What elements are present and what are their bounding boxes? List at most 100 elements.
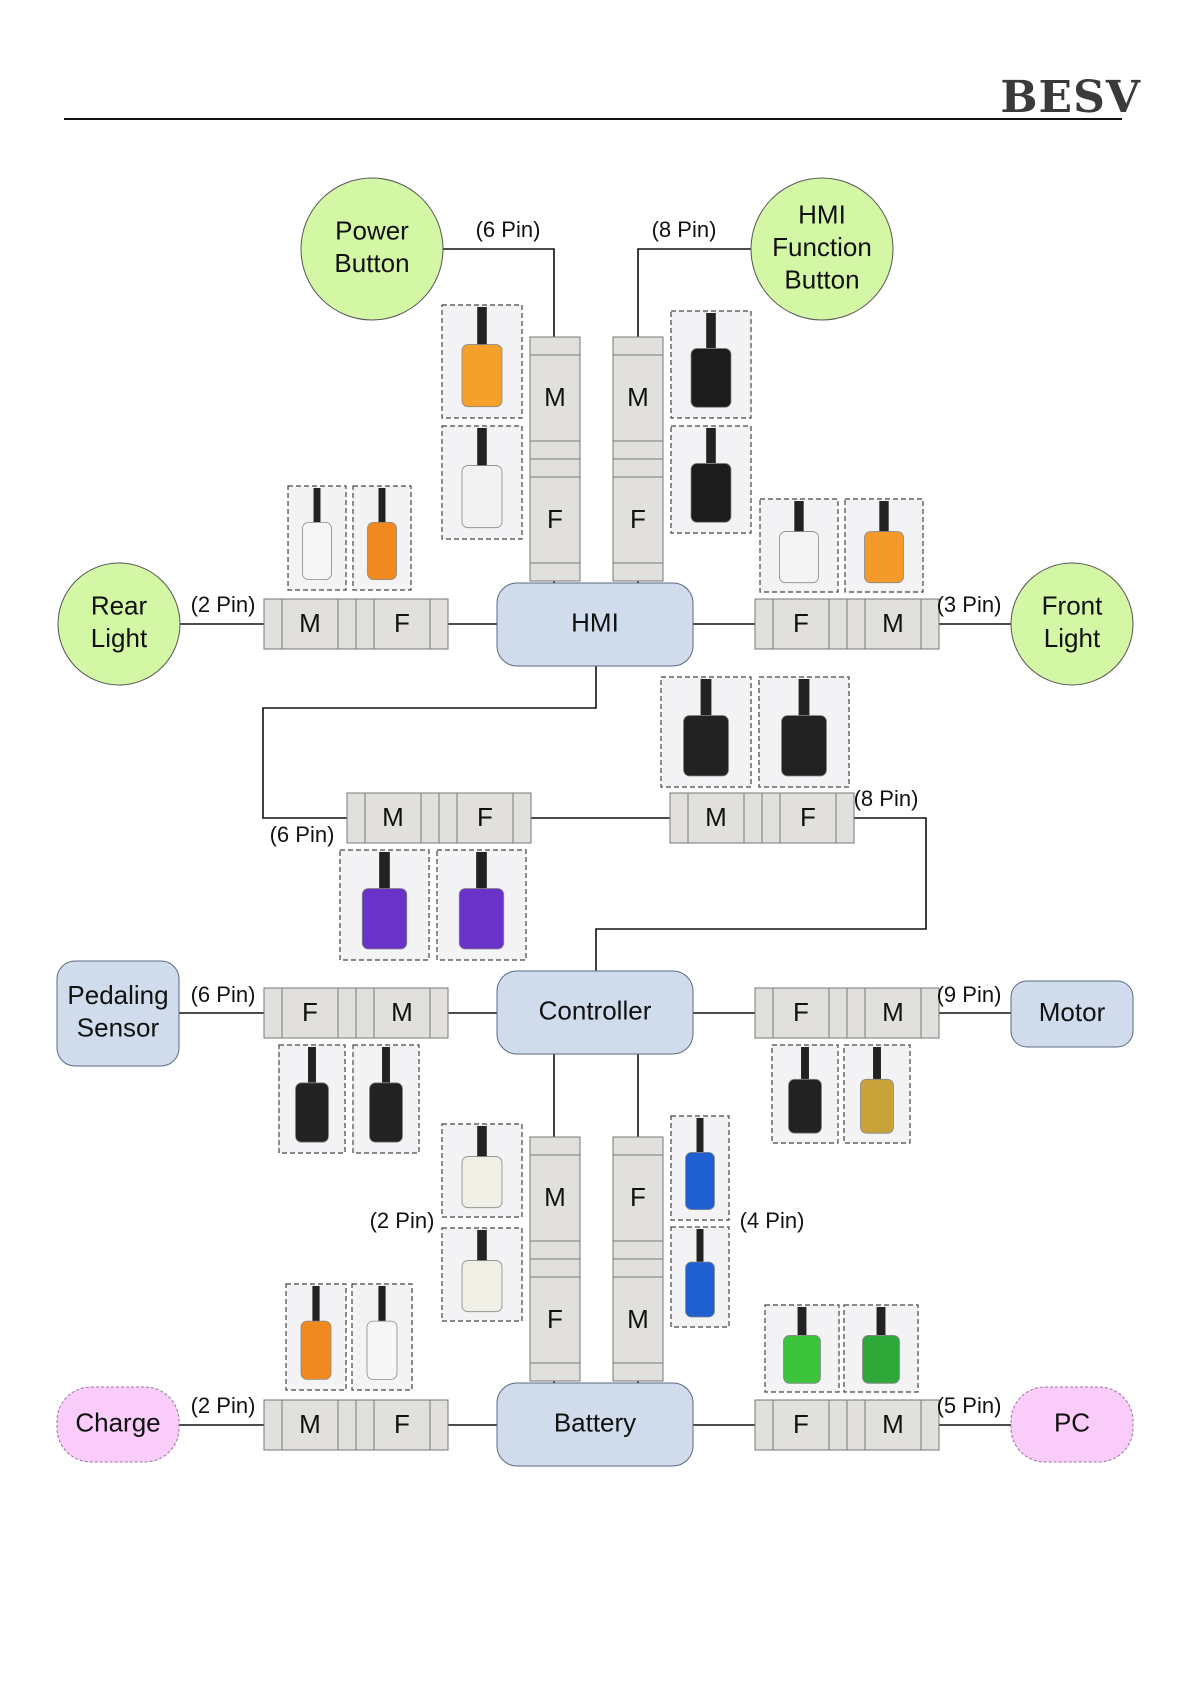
cable-icon: [798, 679, 810, 718]
node-controller: [496, 970, 694, 1055]
connector-photo: purple M12 male connector: [339, 849, 430, 961]
connector-photo: white 2-pin power connector (male): [441, 1123, 523, 1218]
cable-icon: [879, 501, 889, 534]
besv-logo: BESV: [1000, 72, 1141, 123]
cable-icon: [477, 1230, 487, 1263]
node-charge-text-line: Charge: [75, 1407, 160, 1437]
connector-plug-icon: [458, 888, 505, 950]
pin-count-label-rear-light-hmi: (2 Pin): [191, 592, 256, 617]
connector-segment: [612, 354, 664, 442]
connector-segment: [920, 987, 940, 1039]
connector-segment: [263, 1399, 283, 1451]
pin-count-label-hmi-controller-a: (6 Pin): [270, 822, 335, 847]
node-rear-light: [57, 562, 181, 686]
cable-icon: [379, 852, 390, 891]
cable-icon: [696, 1118, 704, 1155]
connector-segment: [612, 458, 664, 478]
connector-gender-label: M: [882, 608, 904, 638]
connector-photo: white 2-pin power connector (female): [441, 1227, 523, 1322]
connector-segment: [263, 987, 283, 1039]
connector-plug-icon: [461, 1156, 503, 1209]
node-hmi-function-button-text-line: Function: [772, 232, 872, 262]
node-rear-light-text-line: Light: [91, 623, 148, 653]
connector-segment: [281, 598, 339, 650]
connector-segment: [529, 1240, 581, 1260]
connector-segment: [355, 598, 375, 650]
connector-plug-icon: [690, 463, 732, 523]
connector-gender-label: M: [299, 1409, 321, 1439]
connector-gender-label: M: [882, 997, 904, 1027]
connector-gender-label: M: [705, 802, 727, 832]
pin-count-label-charge-battery: (2 Pin): [191, 1393, 256, 1418]
connector-gender-label: F: [547, 504, 563, 534]
connector-segment: [846, 987, 866, 1039]
connector-segment: [529, 1276, 581, 1364]
connector-segment: [355, 987, 375, 1039]
connector-gender-label: M: [544, 1182, 566, 1212]
connector-segment: [687, 792, 745, 844]
connector-power-button-hmi: MF: [529, 336, 581, 582]
node-controller-text-line: Controller: [539, 995, 652, 1025]
cable-icon: [382, 1047, 390, 1085]
connector-segment: [669, 792, 689, 844]
connector-segment: [529, 1362, 581, 1382]
pin-count-label-power-button-hmi: (6 Pin): [476, 217, 541, 242]
connector-segment: [612, 1362, 664, 1382]
connector-photo: black connector with colored wires (fema…: [670, 425, 752, 534]
node-shape: [57, 562, 181, 686]
connector-photo: white 2-pin connector: [287, 485, 347, 591]
connector-segment: [612, 1240, 664, 1260]
connector-segment: [263, 598, 283, 650]
connector-segment: [754, 1399, 774, 1451]
connector-gender-label: F: [793, 608, 809, 638]
connector-segment: [529, 336, 581, 356]
connector-photo: white connector with orange insert: [844, 498, 924, 593]
connector-segment: [438, 792, 458, 844]
wire-hmi-function-button: [637, 248, 752, 337]
connector-segment: [612, 336, 664, 356]
node-hmi-function-button: [750, 177, 894, 321]
node-shape: [496, 582, 694, 667]
connector-segment: [612, 1136, 664, 1156]
connector-gender-label: F: [630, 504, 646, 534]
connector-gender-label: F: [302, 997, 318, 1027]
cable-icon: [873, 1047, 881, 1082]
node-pedaling-sensor-text-line: Pedaling: [67, 980, 168, 1010]
connector-segment: [761, 792, 781, 844]
node-pc: [1010, 1386, 1134, 1463]
connector-photo: black round 8-pin male connector: [660, 676, 752, 788]
cable-icon: [876, 1307, 886, 1338]
connector-gender-label: M: [882, 1409, 904, 1439]
cable-icon: [378, 488, 386, 525]
node-hmi-text-line: HMI: [571, 607, 619, 637]
connector-gender-label: F: [547, 1304, 563, 1334]
wire-hmi-down: [262, 666, 597, 819]
node-motor-text-line: Motor: [1039, 997, 1106, 1027]
connector-photo: green M12 female connector: [764, 1304, 840, 1393]
connector-hmi-function-button-hmi: MF: [612, 336, 664, 582]
cable-icon: [378, 1286, 386, 1324]
connector-plug-icon: [295, 1082, 329, 1143]
node-hmi: [496, 582, 694, 667]
connector-segment: [529, 1258, 581, 1278]
node-battery-text-line: Battery: [554, 1407, 636, 1437]
pin-count-label-pedaling-sensor-controller: (6 Pin): [191, 982, 256, 1007]
connector-plug-icon: [862, 1335, 900, 1384]
connector-plug-icon: [860, 1078, 894, 1134]
connector-segment: [743, 792, 763, 844]
node-power-button-text-line: Button: [334, 248, 409, 278]
connector-segment: [373, 598, 431, 650]
connector-segment: [529, 458, 581, 478]
connector-plug-icon: [366, 1320, 398, 1380]
connector-segment: [772, 1399, 830, 1451]
cable-icon: [477, 307, 487, 347]
connector-gender-label: F: [793, 1409, 809, 1439]
pin-count-label-controller-battery-signal: (4 Pin): [740, 1208, 805, 1233]
connector-segment: [337, 1399, 357, 1451]
connector-gender-label: F: [630, 1182, 646, 1212]
connector-segment: [373, 987, 431, 1039]
connector-segment: [835, 792, 855, 844]
node-power-button: [300, 177, 444, 321]
